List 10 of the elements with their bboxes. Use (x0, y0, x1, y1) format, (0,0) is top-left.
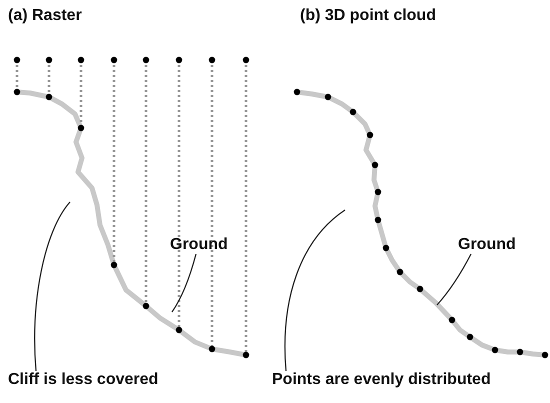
callout-text: Ground (458, 235, 516, 255)
panel-heading: (b) 3D point cloud (300, 6, 436, 26)
leader-line (436, 254, 472, 306)
callout-text: Points are evenly distributed (272, 370, 491, 390)
callout-text: Ground (170, 235, 228, 255)
leader-line (172, 254, 197, 312)
leader-line (284, 210, 346, 372)
leader-line (34, 202, 70, 372)
callout-text: Cliff is less covered (8, 370, 158, 390)
panel-heading: (a) Raster (8, 6, 82, 26)
